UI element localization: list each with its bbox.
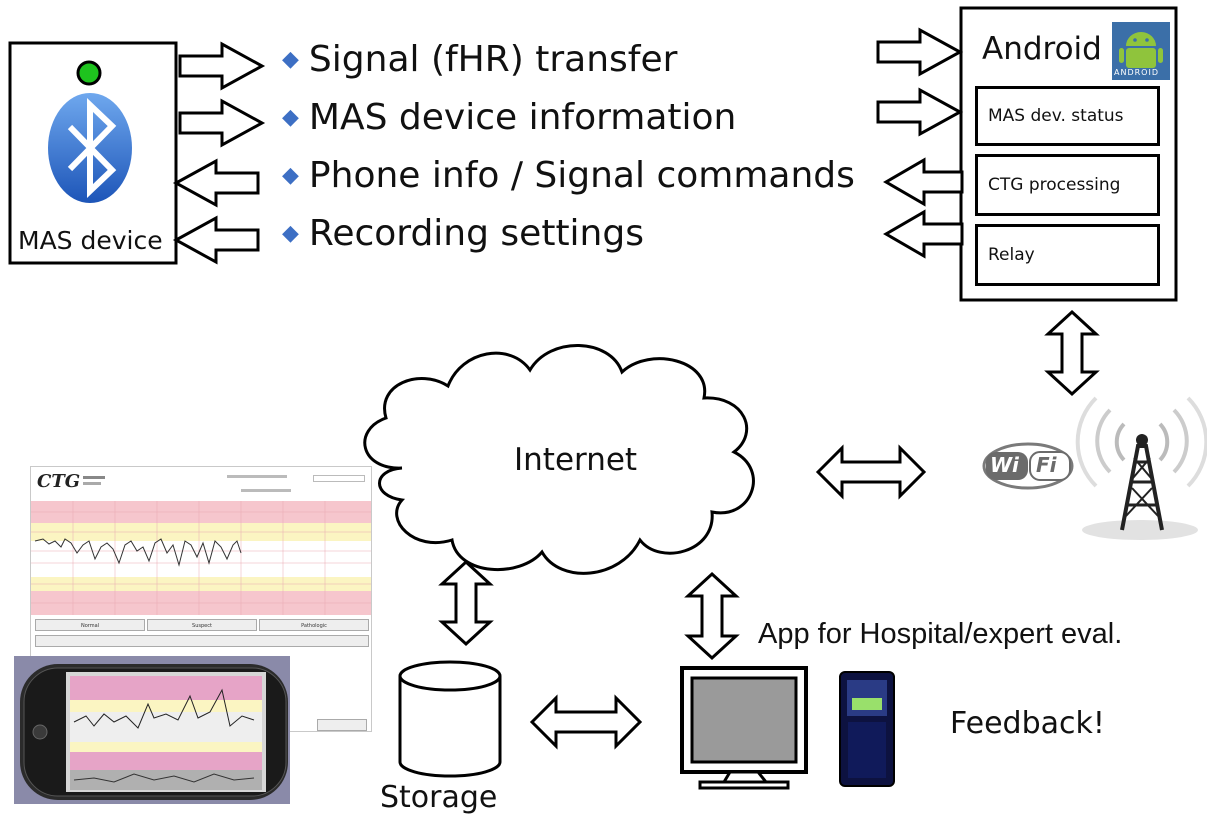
ctg-wide-button[interactable] <box>35 635 369 647</box>
feedback-label: Feedback! <box>950 706 1105 741</box>
arrow-updown-android-wifi-icon <box>1044 309 1100 397</box>
module-mas-dev-status: MAS dev. status <box>975 86 1160 146</box>
bullet-signal-transfer: ◆Signal (fHR) transfer <box>282 39 678 80</box>
hospital-app-label: App for Hospital/expert eval. <box>758 618 1123 650</box>
arrow-updown-cloud-storage-icon <box>438 559 494 647</box>
wifi-logo-icon <box>982 442 1074 490</box>
arrow-right-signal-icon <box>178 41 266 91</box>
android-logo-text: ANDROID <box>1114 68 1159 77</box>
arrow-right-info-icon <box>178 98 266 148</box>
android-title: Android <box>982 31 1102 67</box>
ctg-suspect-button[interactable]: Suspect <box>147 619 257 631</box>
smartphone-photo <box>14 656 290 804</box>
internet-label: Internet <box>514 442 638 478</box>
ctg-bottom-button[interactable] <box>317 719 367 731</box>
diamond-bullet-icon: ◆ <box>282 221 299 246</box>
internet-cloud <box>363 344 755 575</box>
module-relay: Relay <box>975 224 1160 286</box>
diamond-bullet-icon: ◆ <box>282 163 299 188</box>
arrow-right-android-in-2-icon <box>876 87 964 137</box>
ctg-logo: CTG <box>37 471 81 492</box>
mas-device-label: MAS device <box>18 226 163 255</box>
ctg-header: CTG <box>31 467 371 501</box>
diamond-bullet-icon: ◆ <box>282 47 299 72</box>
ctg-web-screenshot: CTG Normal Suspect Pathologic <box>30 466 372 732</box>
ctg-normal-button[interactable]: Normal <box>35 619 145 631</box>
fhr-trace <box>34 538 242 567</box>
radio-tower-icon <box>1075 396 1207 540</box>
wifi-text-fi: Fi <box>1036 453 1057 477</box>
bullet-recording-settings: ◆Recording settings <box>282 213 644 254</box>
bullet-phone-info: ◆Phone info / Signal commands <box>282 155 855 196</box>
arrow-left-commands-icon <box>172 158 260 208</box>
arrow-updown-cloud-computer-icon <box>684 571 740 661</box>
module-ctg-processing: CTG processing <box>975 154 1160 216</box>
bullet-device-information: ◆MAS device information <box>282 97 737 138</box>
ctg-header-field <box>227 475 287 478</box>
storage-cylinder-icon <box>398 660 502 778</box>
status-led-icon <box>76 60 102 86</box>
arrow-leftright-storage-computer-icon <box>529 694 643 750</box>
smartphone-drawing <box>20 664 288 800</box>
mobile-phone-icon <box>839 671 895 787</box>
computer-monitor-icon <box>680 666 808 790</box>
ctg-chart <box>31 501 371 615</box>
ctg-header-select <box>313 475 365 482</box>
arrow-left-android-out-2-icon <box>883 209 964 259</box>
arrow-leftright-cloud-wifi-icon <box>815 444 927 500</box>
ctg-header-field-2 <box>241 489 291 492</box>
ctg-pathologic-button[interactable]: Pathologic <box>259 619 369 631</box>
ctg-logo-subtitle <box>83 476 105 479</box>
wifi-text-wi: Wi <box>990 453 1019 477</box>
arrow-right-android-in-1-icon <box>876 27 964 77</box>
android-logo-icon <box>1112 22 1170 80</box>
storage-label: Storage <box>380 780 498 815</box>
ctg-logo-subtitle-2 <box>83 482 101 485</box>
diamond-bullet-icon: ◆ <box>282 105 299 130</box>
arrow-left-android-out-1-icon <box>883 157 964 207</box>
bluetooth-icon <box>48 93 132 203</box>
arrow-left-settings-icon <box>172 215 260 265</box>
